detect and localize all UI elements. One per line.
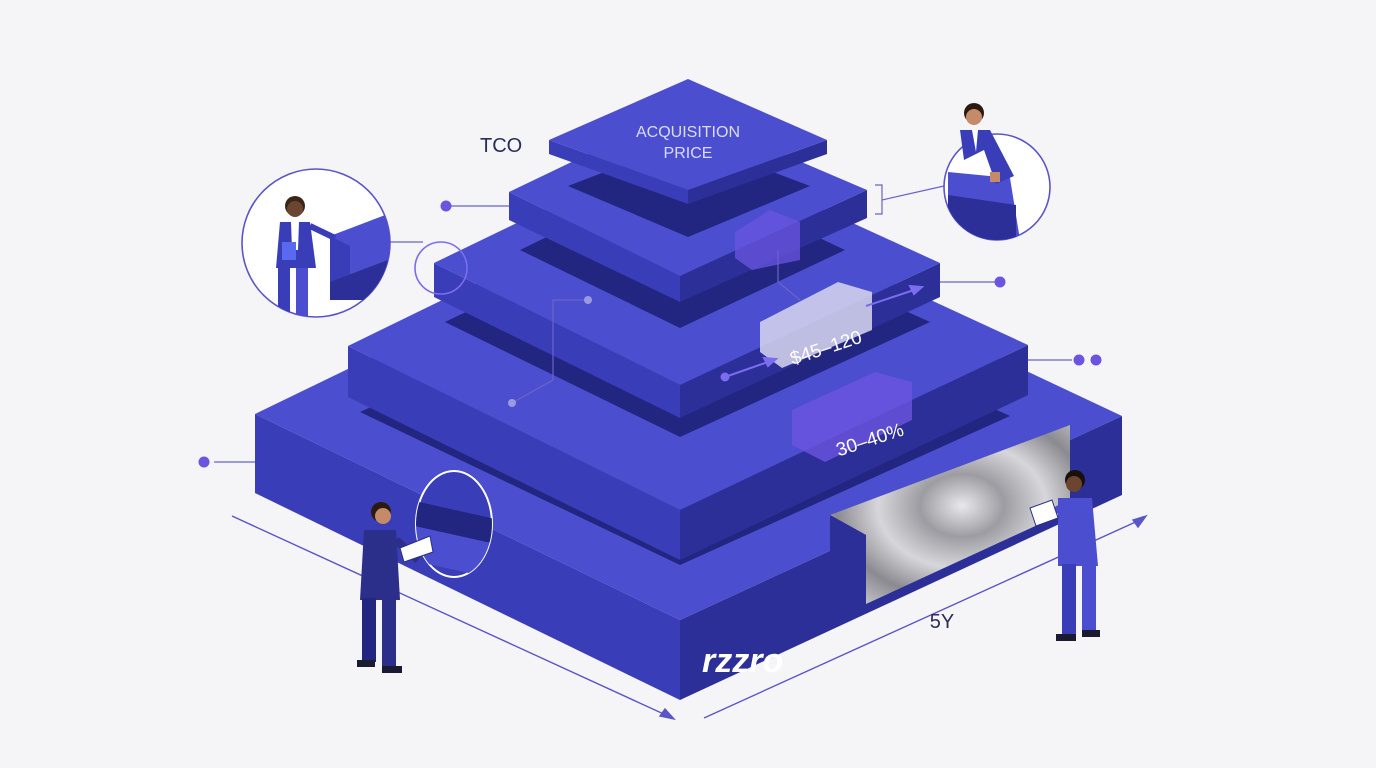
highlight-block-percent [792,372,912,462]
dot-marker-icon [440,200,452,212]
arrow-right-icon [865,284,925,307]
magnifier-circle-bottom [415,470,493,578]
price-label: PRICE [664,145,713,162]
person-figure-icon [357,502,434,673]
arrow-right-icon [720,356,779,382]
tco-label: TCO [480,135,522,157]
magnifier-circle-right [943,103,1051,241]
dot-marker-icon [994,276,1006,288]
connector-lines [214,184,1072,463]
dot-marker-icon [198,456,210,468]
person-figure-icon [960,103,1014,184]
dot-markers [198,200,1102,468]
brand-logo: rzzro [702,642,783,680]
dot-marker-icon [1090,354,1102,366]
acquisition-label: ACQUISITION [636,124,740,141]
magnifier-circle-left [241,168,468,318]
dot-marker-icon [1073,354,1085,366]
tier-5-top [549,79,827,204]
duration-label: 5Y [930,611,954,633]
highlight-block-price [760,282,872,368]
person-figure-icon [1029,470,1100,641]
person-figure-icon [276,196,337,316]
highlight-block-top [735,210,800,270]
brushed-metal-panel [830,425,1070,604]
